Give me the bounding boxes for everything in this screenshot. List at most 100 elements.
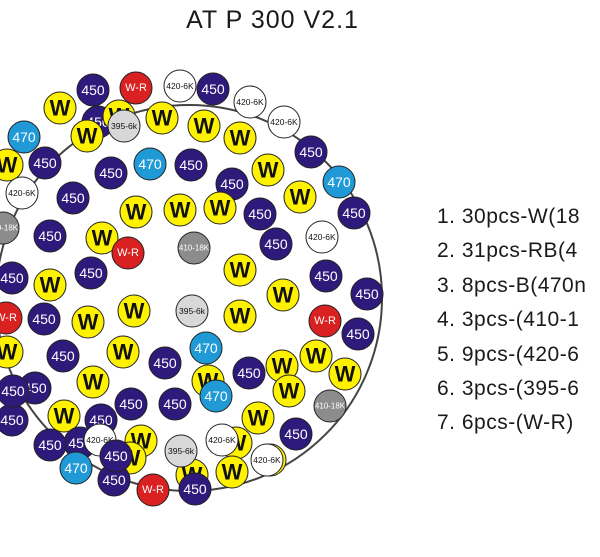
led-label: 450 [264, 236, 288, 252]
led-dot [259, 227, 293, 261]
led-label: W-R [125, 82, 147, 94]
led-dot [158, 387, 192, 421]
led-label: 450 [163, 396, 187, 412]
led-420-6k: 420-6K [5, 176, 39, 210]
led-dot [119, 71, 153, 105]
led-label: W-R [117, 247, 139, 259]
led-label: 420-6K [253, 455, 281, 465]
led-w-r: W-R [111, 236, 145, 270]
led-label: W [124, 299, 145, 324]
led-label: 395-6k [168, 446, 195, 456]
led-dot [309, 259, 343, 293]
led-dot [328, 357, 362, 391]
led-w-r: W-R [136, 473, 170, 507]
led-w: W [266, 278, 300, 312]
led-450: 450 [174, 148, 208, 182]
led-dot [243, 197, 277, 231]
led-dot [145, 101, 179, 135]
led-450: 450 [33, 428, 67, 462]
led-dot [187, 109, 221, 143]
led-410-18k: 410-18K [0, 211, 20, 245]
led-dot [350, 277, 384, 311]
led-dot [76, 73, 110, 107]
led-450: 450 [337, 196, 371, 230]
led-dot [177, 231, 211, 265]
led-label: W [248, 406, 269, 431]
led-label: W [210, 196, 231, 221]
led-label: 395-6k [111, 121, 138, 131]
led-label: 470 [12, 129, 36, 145]
led-dot [33, 219, 67, 253]
led-dot [250, 443, 284, 477]
led-450: 450 [0, 403, 29, 437]
led-dot [46, 339, 80, 373]
led-label: 450 [183, 481, 207, 497]
led-dot [196, 72, 230, 106]
led-label: W [170, 198, 191, 223]
led-label: W [230, 304, 251, 329]
led-w: W [33, 268, 67, 302]
led-w: W [251, 153, 285, 187]
led-label: W [290, 185, 311, 210]
led-label: W [335, 362, 356, 387]
led-label: W [194, 114, 215, 139]
led-w: W [328, 357, 362, 391]
led-label: 420-6K [208, 435, 236, 445]
led-450: 450 [56, 181, 90, 215]
led-450: 450 [309, 259, 343, 293]
led-dot [251, 153, 285, 187]
led-label: 395-6k [179, 306, 206, 316]
led-label: 450 [346, 326, 370, 342]
led-dot [175, 294, 209, 328]
legend-item-420: 5. 9pcs-(420-6 [437, 342, 580, 366]
led-450: 450 [178, 472, 212, 506]
led-450: 450 [97, 463, 131, 497]
led-dot [148, 346, 182, 380]
led-label: 410-18K [179, 244, 210, 253]
led-470: 470 [7, 120, 41, 154]
led-dot [272, 374, 306, 408]
led-dot [0, 301, 23, 335]
led-470: 470 [322, 165, 356, 199]
led-w: W [106, 335, 140, 369]
led-420-6k: 420-6K [205, 423, 239, 457]
led-470: 470 [133, 147, 167, 181]
led-dot [223, 299, 257, 333]
led-label: 410-18K [315, 402, 346, 411]
legend-item-wr: 7. 6pcs-(W-R) [437, 411, 574, 435]
led-label: W [273, 283, 294, 308]
led-dot [27, 302, 61, 336]
led-dot [223, 253, 257, 287]
led-dot [305, 220, 339, 254]
led-label: 450 [38, 437, 62, 453]
led-label: 450 [248, 206, 272, 222]
led-dot [178, 472, 212, 506]
led-label: W [92, 226, 113, 251]
led-dot [322, 165, 356, 199]
led-w: W [71, 305, 105, 339]
led-dot [279, 417, 313, 451]
led-450: 450 [46, 339, 80, 373]
led-450: 450 [341, 317, 375, 351]
led-dot [47, 399, 81, 433]
led-dot [0, 211, 20, 245]
led-395-6k: 395-6k [107, 109, 141, 143]
led-450: 450 [279, 417, 313, 451]
led-label: 470 [327, 174, 351, 190]
led-w-r: W-R [0, 301, 23, 335]
led-450: 450 [33, 219, 67, 253]
led-label: 420-6K [86, 435, 114, 445]
led-450: 450 [74, 256, 108, 290]
led-w: W [265, 349, 299, 383]
led-w: W [0, 335, 24, 369]
led-w: W [47, 399, 81, 433]
board-title: AT P 300 V2.1 [186, 6, 359, 34]
led-label: W [0, 153, 18, 178]
led-label: W [77, 124, 98, 149]
led-label: 450 [0, 270, 24, 286]
led-dot [133, 147, 167, 181]
led-420-6k: 420-6K [305, 220, 339, 254]
led-label: W [152, 106, 173, 131]
led-w: W [145, 101, 179, 135]
